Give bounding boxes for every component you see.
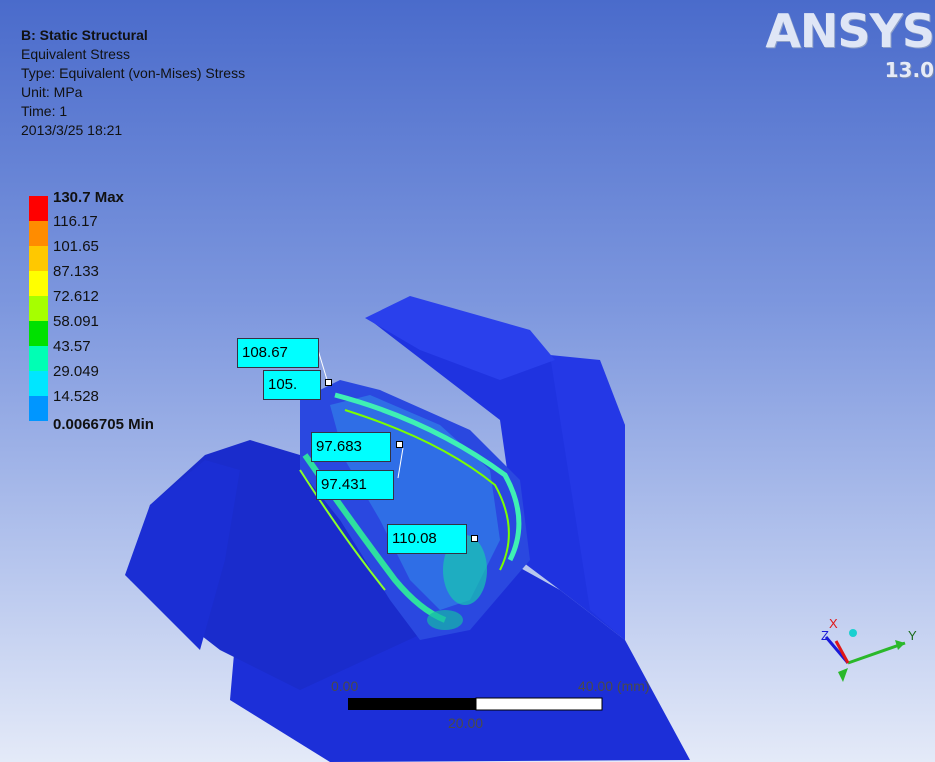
stress-band-1: [334, 392, 522, 562]
legend-swatch-4: [29, 296, 48, 321]
triad-x-axis: [834, 640, 850, 664]
probe-leader-2: [397, 447, 404, 479]
scale-mid-label: 20.00: [448, 715, 484, 731]
probe-leader-1: [317, 349, 329, 384]
result-timestamp: 2013/3/25 18:21: [21, 122, 123, 138]
scale-bar-black: [348, 698, 476, 710]
stress-band-4: [299, 469, 386, 591]
legend-label-7: 29.049: [53, 363, 99, 380]
stress-spot-2: [427, 610, 463, 630]
model-left-face: [125, 460, 240, 650]
legend-swatch-2: [29, 246, 48, 271]
scale-start-label: 0.00: [331, 678, 359, 694]
result-type: Type: Equivalent (von-Mises) Stress: [21, 65, 246, 81]
scale-end-label: 40.00 (mm): [578, 678, 650, 694]
legend-label-max: 130.7 Max: [53, 189, 124, 206]
probe-value: 105.: [263, 370, 321, 400]
scale-bar-white: [475, 697, 603, 711]
legend-label-2: 101.65: [53, 238, 99, 255]
legend-swatch-6: [29, 346, 48, 371]
legend-label-8: 14.528: [53, 388, 99, 405]
legend-label-1: 116.17: [53, 213, 98, 230]
result-time: Time: 1: [21, 103, 68, 119]
legend-swatch-3: [29, 271, 48, 296]
model-right-face: [550, 355, 625, 640]
triad-y-label: Y: [908, 628, 917, 643]
legend-swatch-7: [29, 371, 48, 396]
probe-marker: [396, 441, 403, 448]
probe-marker: [471, 535, 478, 542]
legend-swatch-8: [29, 396, 48, 421]
triad-y-axis: [847, 641, 906, 665]
probe-value: 97.431: [316, 470, 394, 500]
probe-value: 108.67: [237, 338, 319, 368]
ansys-logo: ANSYS 13.0: [758, 4, 935, 82]
legend-swatch-0: [29, 196, 48, 221]
triad-z-label: Z: [821, 628, 829, 643]
legend-label-3: 87.133: [53, 263, 99, 280]
legend-swatch-5: [29, 321, 48, 346]
triad-y-arrowhead: [895, 640, 905, 650]
probe-marker: [325, 379, 332, 386]
result-unit: Unit: MPa: [21, 84, 83, 100]
legend-label-min: 0.0066705 Min: [53, 416, 154, 433]
analysis-title: B: Static Structural: [21, 27, 148, 43]
stress-band-2: [344, 409, 510, 571]
legend-label-4: 72.612: [53, 288, 99, 305]
ansys-wordmark: ANSYS: [765, 4, 935, 58]
probe-value: 110.08: [387, 524, 467, 554]
model-right-top: [365, 296, 555, 380]
triad-arrowhead: [838, 668, 848, 682]
legend-label-6: 43.57: [53, 338, 91, 355]
ansys-version: 13.0: [884, 58, 934, 82]
result-name: Equivalent Stress: [21, 46, 130, 62]
triad-x-label: X: [829, 616, 838, 631]
legend-label-5: 58.091: [53, 313, 99, 330]
probe-value: 97.683: [311, 432, 391, 462]
legend-swatch-1: [29, 221, 48, 246]
triad-iso-ball: [849, 629, 857, 637]
